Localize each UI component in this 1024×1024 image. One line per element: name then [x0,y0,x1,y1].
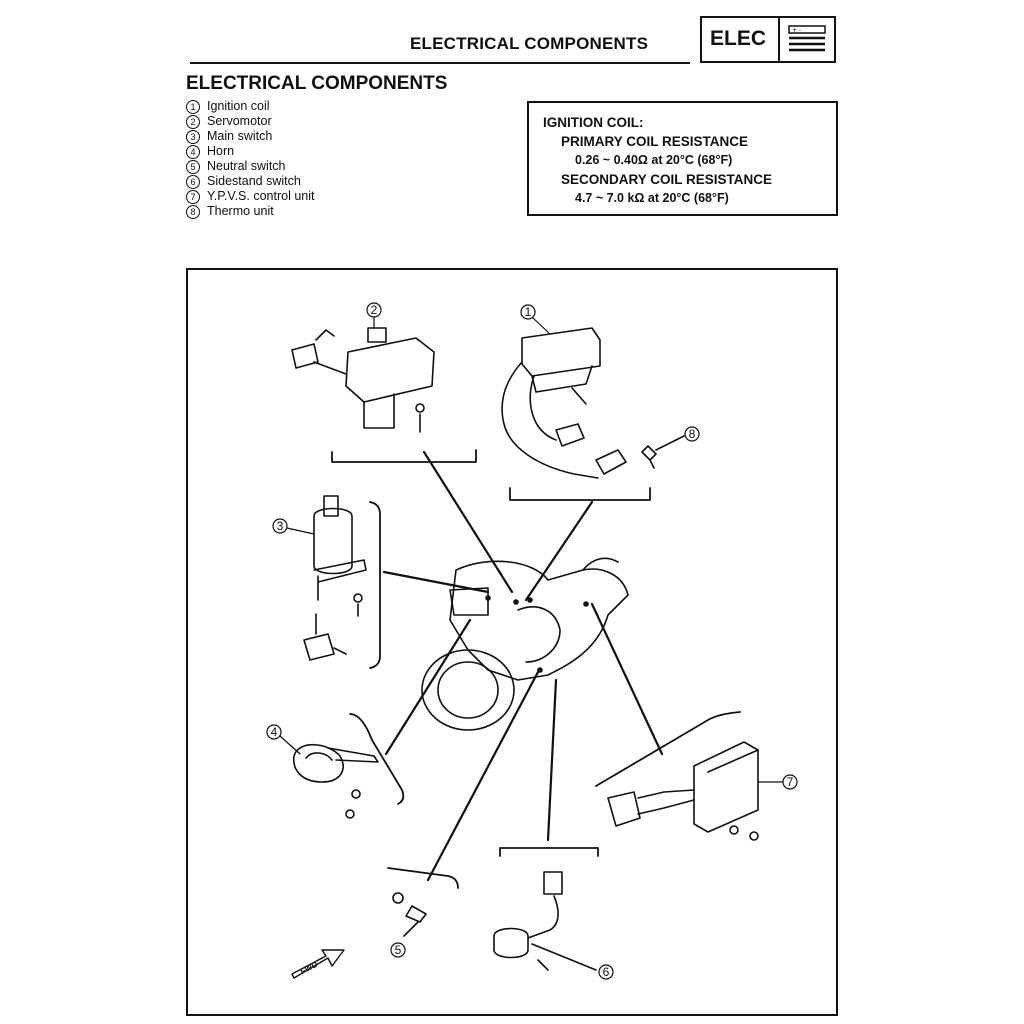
ignition-coil-illustration [501,327,627,479]
section-tag-label: ELEC [710,27,767,50]
callout-number: 3 [277,519,284,533]
ignition-coil-spec-box: IGNITION COIL: PRIMARY COIL RESISTANCE 0… [527,101,838,216]
page-header-title: ELECTRICAL COMPONENTS [410,34,649,53]
fwd-label: FWD [299,960,320,977]
item-label: Servomotor [207,114,272,128]
sidestand-switch-illustration [493,871,597,971]
servomotor-callout [366,302,382,329]
callout-number: 1 [525,305,532,319]
list-item: 2 Servomotor [186,114,315,129]
horn-callout [266,724,301,755]
horn-illustration [293,744,379,819]
list-item: 3 Main switch [186,129,315,144]
callout-number: 8 [689,427,696,441]
exploded-diagram: 2 1 8 3 4 7 5 6 FWD [266,302,798,980]
main-switch-callout [272,518,315,535]
item-number: 5 [186,159,200,174]
callout-number: 7 [787,775,794,789]
list-item: 5 Neutral switch [186,159,315,174]
item-number: 2 [186,114,200,129]
item-label: Main switch [207,129,273,143]
item-number: 3 [186,129,200,144]
svg-text:+ -: + - [792,27,801,34]
neutral-switch-callout [390,942,406,958]
spec-secondary-value: 4.7 ~ 7.0 kΩ at 20°C (68°F) [575,191,729,205]
exploded-diagram-frame: 2 1 8 3 4 7 5 6 FWD [186,268,838,1016]
section-title: ELECTRICAL COMPONENTS [186,73,448,94]
ignition-coil-callout [520,304,551,335]
main-switch-illustration [303,495,367,661]
forward-arrow-icon [291,949,345,979]
spec-heading: IGNITION COIL: [543,115,644,130]
motorcycle-illustration [421,557,629,731]
item-number: 1 [186,99,200,114]
spec-primary-value: 0.26 ~ 0.40Ω at 20°C (68°F) [575,153,733,167]
item-number: 7 [186,189,200,204]
thermo-unit-illustration [641,435,685,469]
list-item: 1 Ignition coil [186,99,315,114]
callout-number: 4 [271,725,278,739]
item-label: Sidestand switch [207,174,301,188]
ypvs-callout [757,774,798,790]
servomotor-illustration [291,327,435,433]
neutral-switch-illustration [392,892,427,937]
section-tag: ELEC + - [700,16,836,63]
list-item: 7 Y.P.V.S. control unit [186,189,315,204]
spec-primary-label: PRIMARY COIL RESISTANCE [561,134,749,149]
header-rule [190,62,690,64]
item-number: 8 [186,204,200,219]
group-brackets [331,449,741,889]
battery-symbol-icon: + - [788,25,826,60]
item-label: Thermo unit [207,204,274,218]
spec-secondary-label: SECONDARY COIL RESISTANCE [561,172,773,187]
callout-number: 6 [603,965,610,979]
list-item: 8 Thermo unit [186,204,315,219]
ypvs-control-unit-illustration [607,741,759,841]
item-number: 4 [186,144,200,159]
item-number: 6 [186,174,200,189]
leader-lines [382,450,664,882]
sidestand-switch-callout [598,964,614,980]
tag-divider [778,18,780,61]
item-label: Neutral switch [207,159,286,173]
list-item: 6 Sidestand switch [186,174,315,189]
callout-number: 5 [395,943,402,957]
item-label: Ignition coil [207,99,270,113]
thermo-unit-callout [684,426,700,442]
item-label: Y.P.V.S. control unit [207,189,315,203]
item-label: Horn [207,144,235,158]
callout-number: 2 [371,303,378,317]
list-item: 4 Horn [186,144,315,159]
